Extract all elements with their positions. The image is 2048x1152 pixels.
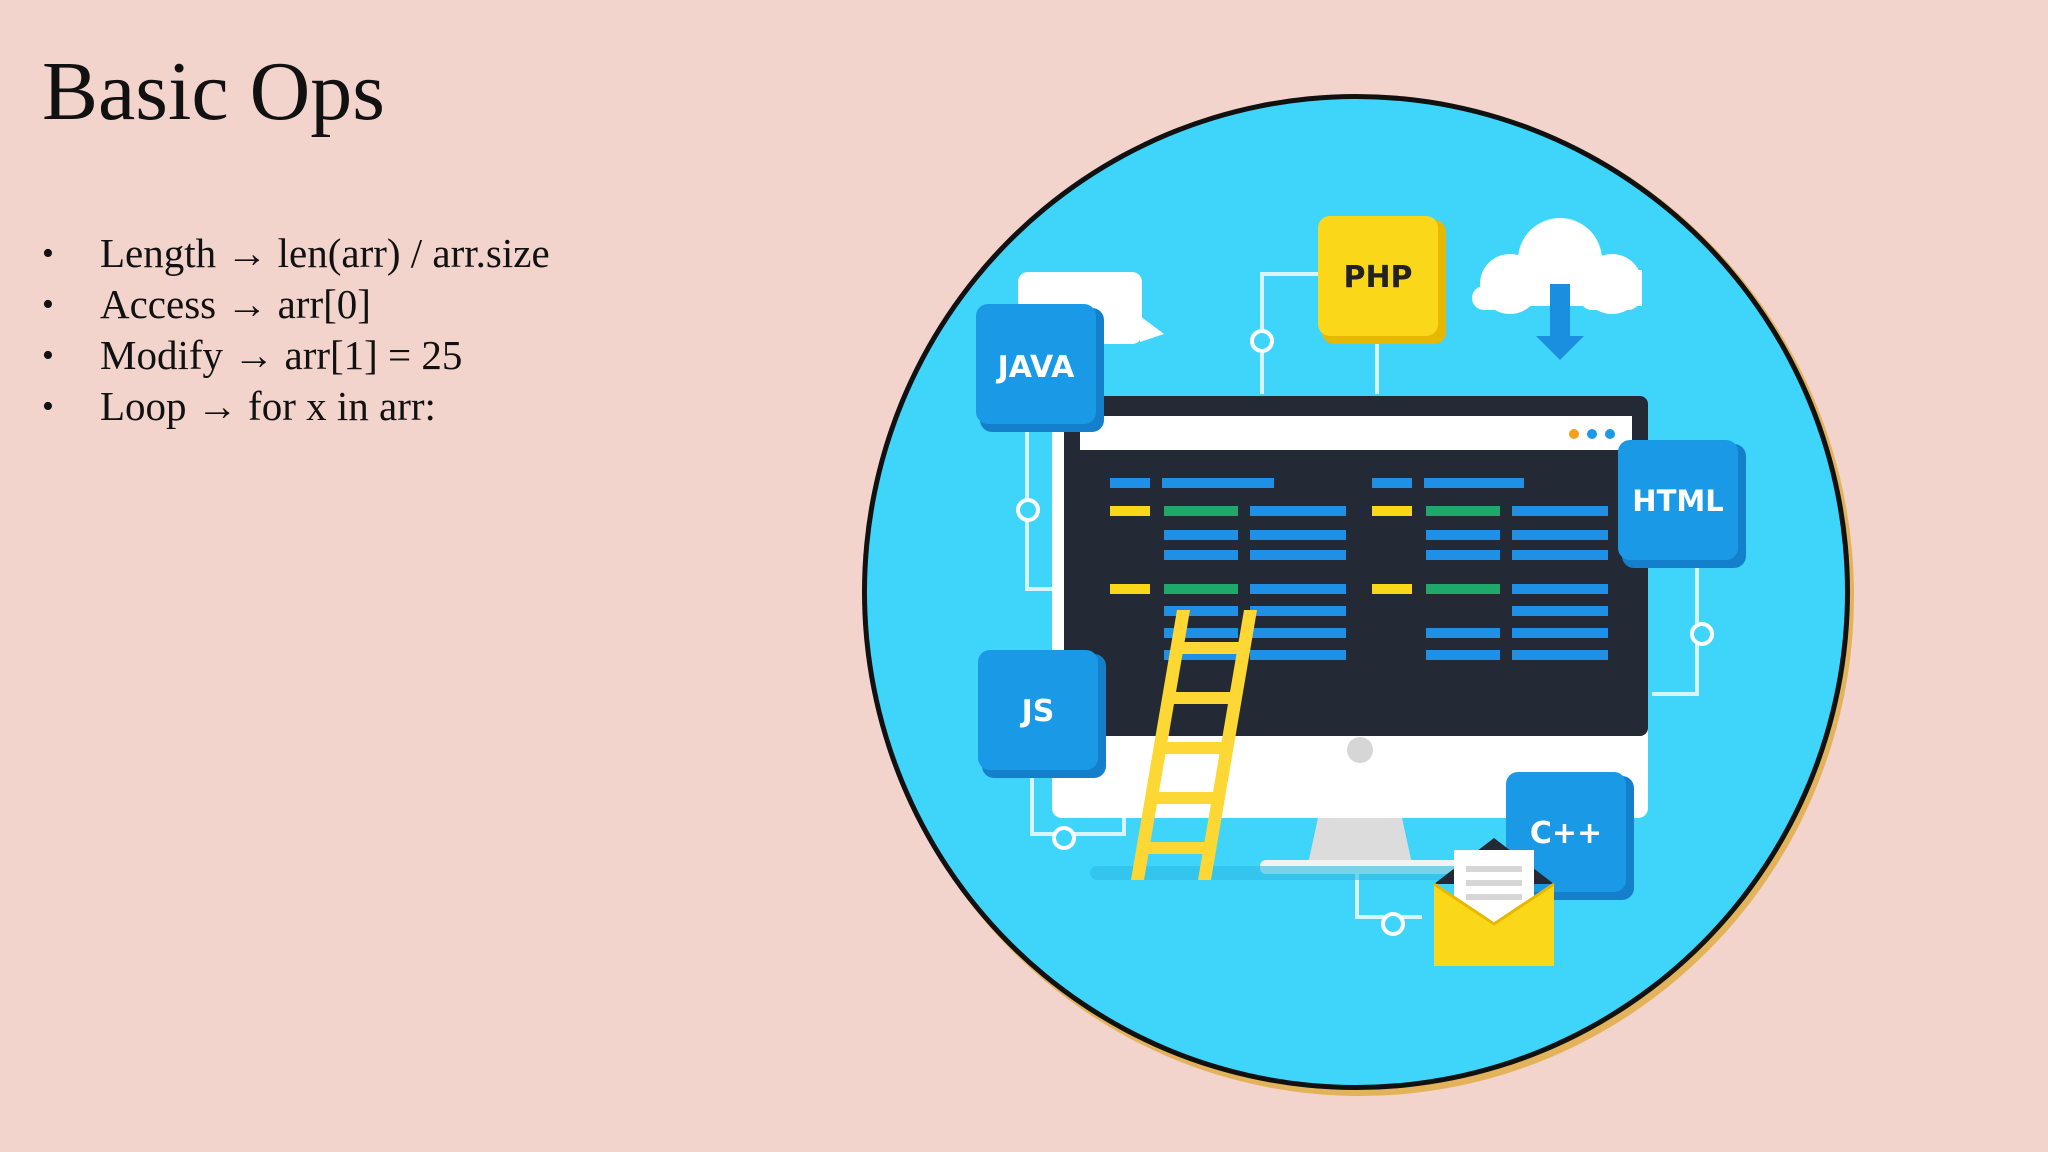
bullet-text: Loop → for x in arr: xyxy=(100,383,436,429)
js-badge: JS xyxy=(978,650,1106,778)
java-label: JAVA xyxy=(996,350,1076,385)
php-label: PHP xyxy=(1343,260,1412,295)
connector-nodes xyxy=(1016,329,1714,936)
cloud-download-icon xyxy=(1472,218,1642,360)
bullet-text: Modify → arr[1] = 25 xyxy=(100,332,463,378)
bullet-text: Length → len(arr) / arr.size xyxy=(100,230,550,276)
html-badge: HTML xyxy=(1618,440,1746,568)
bullet-item-access: • Access → arr[0] xyxy=(42,279,550,330)
php-badge: PHP xyxy=(1318,216,1446,344)
slide-title: Basic Ops xyxy=(42,45,385,138)
bullet-marker: • xyxy=(42,235,54,272)
html-label: HTML xyxy=(1632,484,1723,518)
code-lines xyxy=(1110,478,1608,660)
cpp-label: C++ xyxy=(1530,816,1602,851)
js-label: JS xyxy=(1020,694,1055,729)
bullet-item-modify: • Modify → arr[1] = 25 xyxy=(42,330,550,381)
programming-illustration: JAVA PHP HTML JS xyxy=(852,94,1860,1104)
envelope-icon xyxy=(1433,838,1555,966)
bullet-item-loop: • Loop → for x in arr: xyxy=(42,381,550,432)
bullet-marker: • xyxy=(42,286,54,323)
illustration-svg: JAVA PHP HTML JS xyxy=(862,94,1854,1096)
ladder-icon xyxy=(1131,610,1257,880)
bullet-marker: • xyxy=(42,388,54,425)
bullet-list: • Length → len(arr) / arr.size • Access … xyxy=(42,228,550,432)
bullet-text: Access → arr[0] xyxy=(100,281,371,327)
java-badge: JAVA xyxy=(976,304,1104,432)
bullet-item-length: • Length → len(arr) / arr.size xyxy=(42,228,550,279)
bullet-marker: • xyxy=(42,337,54,374)
cpp-badge: C++ xyxy=(1506,772,1634,900)
